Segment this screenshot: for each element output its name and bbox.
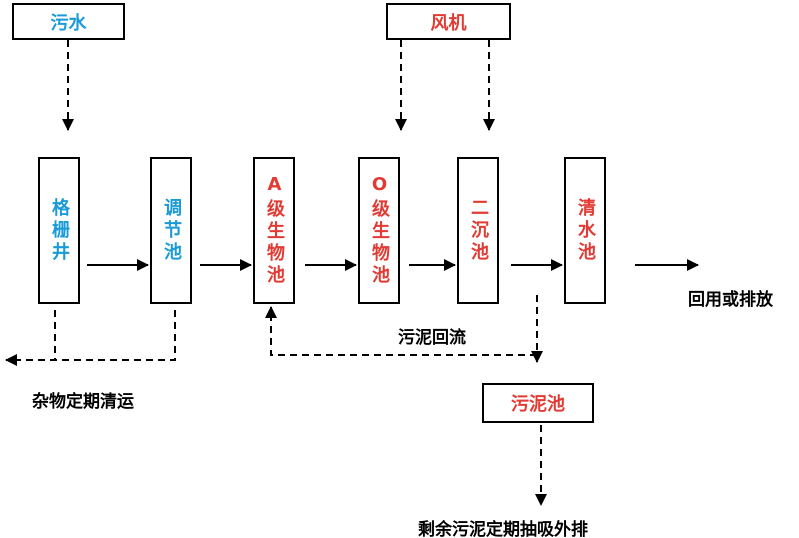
sludge-return-line bbox=[265, 306, 537, 356]
debris-removal-label: 杂物定期清运 bbox=[32, 392, 134, 412]
clear-water-tank-label: 清水池 bbox=[575, 197, 596, 264]
debris-removal-line bbox=[6, 310, 176, 360]
sewage-input-box: 污水 bbox=[12, 3, 125, 40]
secondary-clarifier-label: 二沉池 bbox=[468, 197, 489, 264]
sludge-return-label: 污泥回流 bbox=[398, 328, 466, 348]
blower-box: 风机 bbox=[386, 3, 511, 40]
oxic-bio-tank-label: O级生物池 bbox=[369, 174, 390, 287]
anoxic-bio-tank-box: A级生物池 bbox=[253, 157, 295, 304]
secondary-clarifier-box: 二沉池 bbox=[457, 157, 499, 304]
reuse-discharge-label: 回用或排放 bbox=[688, 290, 773, 310]
bar-screen-well-box: 格栅井 bbox=[38, 157, 80, 304]
sludge-tank-box: 污泥池 bbox=[482, 383, 594, 423]
blower-label: 风机 bbox=[430, 12, 467, 34]
sewage-label: 污水 bbox=[50, 12, 87, 34]
sludge-tank-label: 污泥池 bbox=[511, 394, 565, 415]
excess-sludge-label: 剩余污泥定期抽吸外排 bbox=[418, 520, 588, 538]
equalization-tank-label: 调节池 bbox=[161, 197, 182, 264]
oxic-bio-tank-box: O级生物池 bbox=[358, 157, 400, 304]
anoxic-bio-tank-label: A级生物池 bbox=[264, 174, 285, 287]
bar-screen-well-label: 格栅井 bbox=[49, 197, 70, 264]
equalization-tank-box: 调节池 bbox=[150, 157, 192, 304]
clear-water-tank-box: 清水池 bbox=[564, 157, 606, 304]
